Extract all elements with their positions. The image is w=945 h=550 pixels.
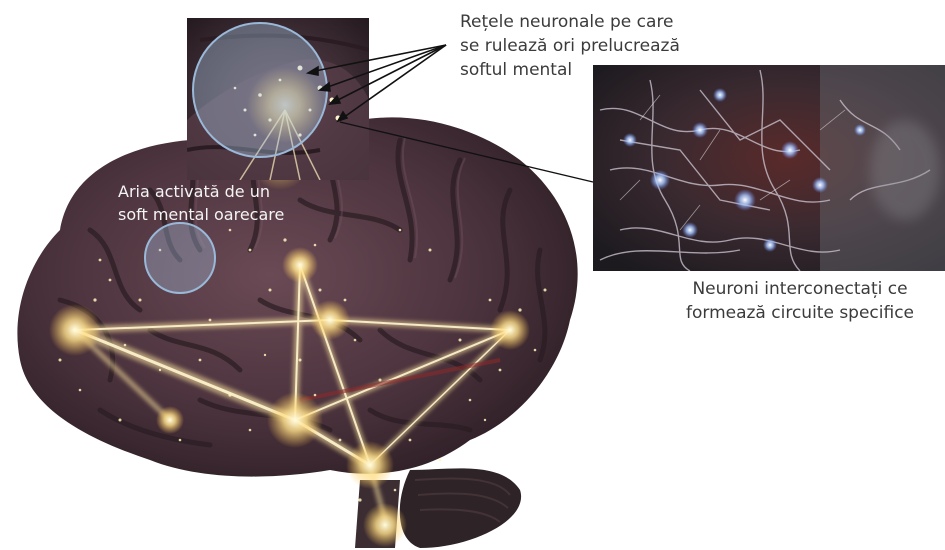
label-line: formează circuite specifice [686, 301, 914, 325]
label-line: Rețele neuronale pe care [460, 10, 680, 34]
neuron-inset [593, 65, 945, 271]
label-interconnected-neurons: Neuroni interconectați ce formează circu… [686, 277, 914, 325]
label-line: soft mental oarecare [118, 203, 284, 226]
label-line: se rulează ori prelucrează [460, 34, 680, 58]
activated-area-circle [145, 223, 215, 293]
label-line: Neuroni interconectați ce [686, 277, 914, 301]
label-activated-area: Aria activată de un soft mental oarecare [118, 180, 284, 226]
label-neural-networks: Rețele neuronale pe care se rulează ori … [460, 10, 680, 82]
zoom-highlight-circle [193, 23, 327, 157]
label-line: softul mental [460, 58, 680, 82]
label-line: Aria activată de un [118, 180, 284, 203]
